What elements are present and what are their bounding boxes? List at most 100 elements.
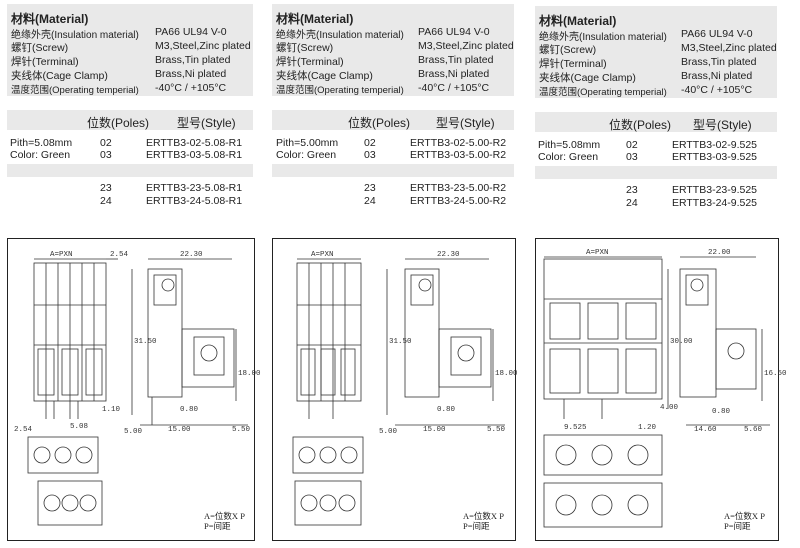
dim-pin2: 0.80 <box>437 406 456 414</box>
material-label: 绝缘外壳(Insulation material) <box>539 32 667 43</box>
style-header: 型号(Style) <box>693 118 752 132</box>
poles-value: 23 <box>100 182 112 194</box>
poles-value: 02 <box>364 137 376 149</box>
dim-f: 5.08 <box>70 423 88 431</box>
dim-w: 22.30 <box>180 251 203 259</box>
dim-b: 15.00 <box>168 426 191 434</box>
material-label: 焊针(Terminal) <box>11 56 79 68</box>
material-value: Brass,Tin plated <box>418 54 494 66</box>
dim-a: A=PXN <box>311 251 334 259</box>
technical-drawing-panel: A=PXN 22.00 30.00 16.50 1.20 0.80 14.60 … <box>535 238 787 541</box>
dim-a: A=PXN <box>586 249 609 257</box>
note-line: P=间距 <box>463 521 490 531</box>
material-label: 绝缘外壳(Insulation material) <box>276 30 404 41</box>
pitch-label: Pith=5.08mm <box>538 139 601 151</box>
material-label: 焊针(Terminal) <box>539 58 607 70</box>
dim-d: 5.00 <box>124 428 143 436</box>
material-value: M3,Steel,Zinc plated <box>681 42 777 54</box>
style-value: ERTTB3-03-9.525 <box>672 151 758 163</box>
separator-band <box>272 164 514 177</box>
material-block: 材料(Material) 绝缘外壳(Insulation material) P… <box>272 4 514 96</box>
color-label: Color: Green <box>538 151 599 163</box>
dim-c: 5.60 <box>744 426 763 434</box>
style-value: ERTTB3-02-9.525 <box>672 139 758 151</box>
style-value: ERTTB3-24-5.00-R2 <box>410 195 507 207</box>
poles-value: 03 <box>100 149 112 161</box>
poles-value: 24 <box>364 195 376 207</box>
dim-c: 5.50 <box>487 426 506 434</box>
poles-value: 03 <box>626 151 638 163</box>
pitch-label: Pith=5.00mm <box>276 137 339 149</box>
dim-f: 9.525 <box>564 424 587 432</box>
dim-a: A=PXN <box>50 251 73 259</box>
dim-w: 22.00 <box>708 249 731 257</box>
poles-header: 位数(Poles) <box>87 116 150 130</box>
style-value: ERTTB3-24-9.525 <box>672 197 758 209</box>
material-value: Brass,Ni plated <box>681 70 753 82</box>
material-value: Brass,Tin plated <box>155 54 231 66</box>
note-line: A=位数X P <box>204 511 245 521</box>
material-block: 材料(Material) 绝缘外壳(Insulation material) P… <box>535 6 777 98</box>
style-value: ERTTB3-23-5.08-R1 <box>146 182 243 194</box>
dim-c: 5.50 <box>232 426 251 434</box>
dim-pin2: 0.80 <box>180 406 199 414</box>
technical-drawing-panel: A=PXN 22.30 31.50 18.00 0.80 15.00 5.50 … <box>272 238 518 541</box>
note-line: A=位数X P <box>463 511 504 521</box>
material-value: Brass,Ni plated <box>155 68 227 80</box>
poles-header: 位数(Poles) <box>348 116 411 130</box>
dim-p: 2.54 <box>110 251 129 259</box>
material-title: 材料(Material) <box>539 14 617 28</box>
material-label: 温度范围(Operating temperial) <box>276 85 404 96</box>
material-value: -40°C / +105°C <box>418 82 490 94</box>
dim-d: 4.00 <box>660 404 679 412</box>
note-line: P=间距 <box>204 521 231 531</box>
dim-e: 2.54 <box>14 426 33 434</box>
dim-d: 5.00 <box>379 428 398 436</box>
material-value: PA66 UL94 V-0 <box>418 26 490 38</box>
material-value: Brass,Tin plated <box>681 56 757 68</box>
color-label: Color: Green <box>276 149 337 161</box>
material-label: 螺钉(Screw) <box>539 44 597 56</box>
style-header: 型号(Style) <box>177 116 236 130</box>
material-label: 螺钉(Screw) <box>11 42 69 54</box>
dim-h: 31.50 <box>134 338 157 346</box>
material-value: M3,Steel,Zinc plated <box>155 40 251 52</box>
material-value: PA66 UL94 V-0 <box>155 26 227 38</box>
pitch-label: Pith=5.08mm <box>10 137 73 149</box>
poles-value: 02 <box>100 137 112 149</box>
style-value: ERTTB3-23-5.00-R2 <box>410 182 507 194</box>
style-value: ERTTB3-03-5.00-R2 <box>410 149 507 161</box>
table-header: 位数(Poles) 型号(Style) <box>272 110 514 130</box>
separator-band <box>7 164 253 177</box>
material-label: 夹线体(Cage Clamp) <box>276 70 373 82</box>
poles-header: 位数(Poles) <box>609 118 672 132</box>
style-value: ERTTB3-23-9.525 <box>672 184 758 196</box>
material-label: 绝缘外壳(Insulation material) <box>11 30 139 41</box>
dim-h2: 16.50 <box>764 370 787 378</box>
style-header: 型号(Style) <box>436 116 495 130</box>
poles-value: 02 <box>626 139 638 151</box>
material-label: 温度范围(Operating temperial) <box>539 87 667 98</box>
dim-h: 31.50 <box>389 338 412 346</box>
poles-value: 24 <box>626 197 638 209</box>
style-value: ERTTB3-03-5.08-R1 <box>146 149 243 161</box>
dimension-drawing: A=PXN 22.00 30.00 16.50 1.20 0.80 14.60 … <box>543 249 787 528</box>
dim-pin: 1.20 <box>638 424 657 432</box>
dimension-drawing: A=PXN 22.30 31.50 18.00 0.80 15.00 5.50 … <box>292 251 518 526</box>
material-title: 材料(Material) <box>11 12 89 26</box>
style-value: ERTTB3-02-5.00-R2 <box>410 137 507 149</box>
poles-value: 24 <box>100 195 112 207</box>
dim-h: 30.00 <box>670 338 693 346</box>
style-value: ERTTB3-24-5.08-R1 <box>146 195 243 207</box>
material-label: 温度范围(Operating temperial) <box>11 85 139 96</box>
material-value: PA66 UL94 V-0 <box>681 28 753 40</box>
dimension-drawing: A=PXN 2.54 22.30 31.50 18.00 1.10 0.80 1… <box>14 251 261 526</box>
note-line: A=位数X P <box>724 511 765 521</box>
poles-value: 23 <box>364 182 376 194</box>
technical-drawing-panel: A=PXN 2.54 22.30 31.50 18.00 1.10 0.80 1… <box>7 238 261 541</box>
material-block: 材料(Material) 绝缘外壳(Insulation material) P… <box>7 4 253 96</box>
material-value: Brass,Ni plated <box>418 68 490 80</box>
dim-w: 22.30 <box>437 251 460 259</box>
material-value: M3,Steel,Zinc plated <box>418 40 514 52</box>
dim-h2: 18.00 <box>495 370 518 378</box>
